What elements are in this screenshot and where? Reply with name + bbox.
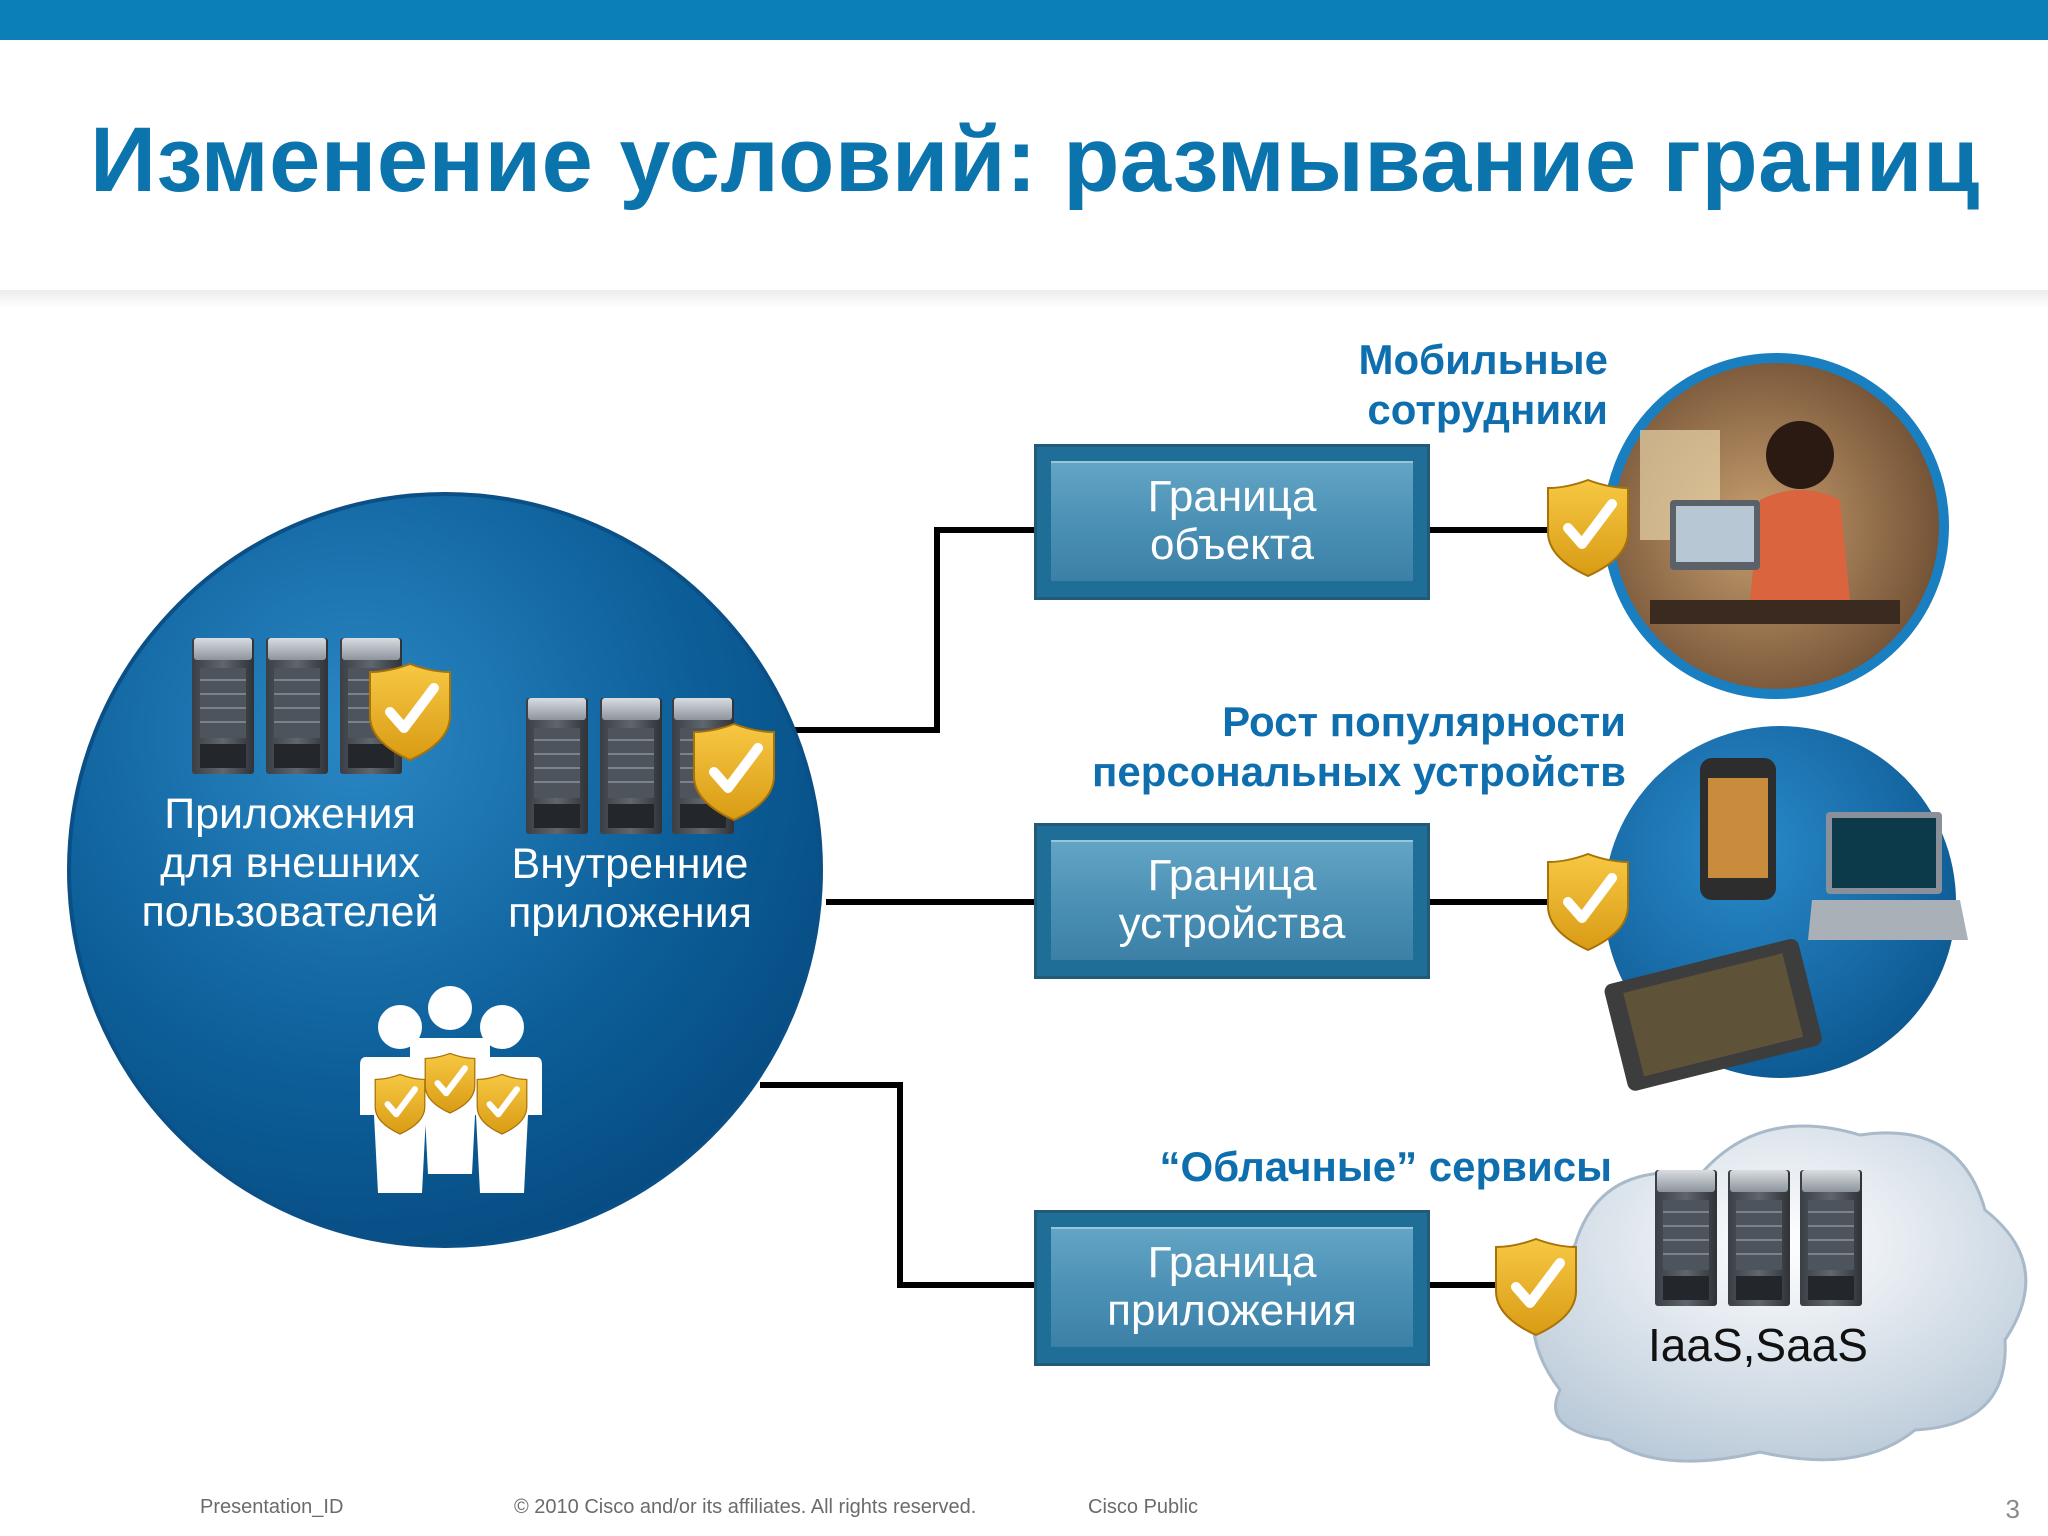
footer-classification: Cisco Public [1088, 1496, 1199, 1518]
top-brand-bar [0, 0, 2048, 40]
enterprise-hub-circle [67, 492, 823, 1248]
connector-top [795, 527, 1036, 733]
object-boundary-box: Граница объекта [1034, 444, 1430, 600]
personal-devices-circle [1604, 726, 1968, 1091]
application-boundary-label: Граница приложения [1107, 1238, 1357, 1335]
footer-presentation-id: Presentation_ID [200, 1496, 344, 1518]
cloud-services-cloud [1531, 1124, 2028, 1463]
internal-apps-label: Внутренние приложения [508, 840, 752, 937]
connector-bottom [760, 1082, 1036, 1288]
object-boundary-label: Граница объекта [1147, 472, 1317, 569]
cloud-services-caption: “Облачные” сервисы [1159, 1143, 1612, 1190]
mobile-worker-photo [1603, 353, 1949, 699]
footer-copyright: © 2010 Cisco and/or its affiliates. All … [514, 1496, 977, 1518]
mobile-workers-caption: Мобильные сотрудники [1358, 336, 1609, 433]
cloud-services-label: IaaS,SaaS [1648, 1319, 1868, 1371]
slide-title: Изменение условий: размывание границ [90, 109, 1980, 211]
users-group-icon [360, 986, 542, 1193]
external-apps-label: Приложения для внешних пользователей [141, 790, 439, 936]
application-boundary-box: Граница приложения [1034, 1210, 1430, 1366]
personal-devices-caption: Рост популярности персональных устройств [1091, 698, 1626, 795]
device-boundary-label: Граница устройства [1118, 851, 1346, 948]
device-boundary-box: Граница устройства [1034, 823, 1430, 979]
page-number: 3 [2005, 1494, 2020, 1524]
title-divider [0, 290, 2048, 308]
